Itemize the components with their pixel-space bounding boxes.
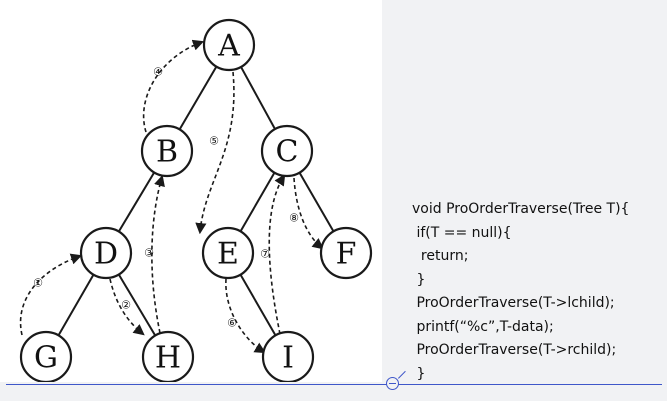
traversal-step-label-7: ⑦ xyxy=(260,248,270,261)
tree-edge-C-E xyxy=(239,172,276,232)
code-line-4: } xyxy=(412,271,426,288)
footer-divider-line xyxy=(6,384,662,385)
tree-edge-B-D xyxy=(117,171,156,233)
tree-node-A: A xyxy=(202,18,256,72)
tree-node-label-E: E xyxy=(217,237,239,272)
tree-edge-A-C xyxy=(240,66,276,130)
tree-node-circle-F xyxy=(319,226,373,280)
traversal-step-label-3: ③ xyxy=(144,247,154,260)
tree-node-E: E xyxy=(201,226,255,280)
traversal-step-label-5: ⑤ xyxy=(209,135,219,148)
tree-node-circle-E xyxy=(201,226,255,280)
traversal-arrow-2 xyxy=(109,278,145,336)
tree-node-circle-H xyxy=(141,330,195,382)
tree-node-H: H xyxy=(141,330,195,382)
tree-node-circle-D xyxy=(79,226,133,280)
code-line-5: ProOrderTraverse(T->lchild); xyxy=(412,295,615,311)
traversal-arrow-5 xyxy=(195,71,235,235)
code-line-3: return; xyxy=(412,248,469,264)
tree-node-B: B xyxy=(140,124,194,178)
tree-node-I: I xyxy=(261,330,315,382)
tree-node-label-H: H xyxy=(155,341,181,376)
tree-diagram-panel: A B C D E F G H I ① ② ③ ④ ⑤ ⑥ ⑦ ⑧ xyxy=(0,0,382,382)
traversal-arrow-8 xyxy=(293,177,324,250)
traversal-code-block: void ProOrderTraverse(Tree T){ if(T == n… xyxy=(412,198,629,386)
traversal-arrow-1 xyxy=(19,253,83,336)
tree-node-label-G: G xyxy=(34,341,58,376)
traversal-step-label-4: ④ xyxy=(153,66,163,79)
traversal-step-label-6: ⑥ xyxy=(227,317,237,330)
tree-node-circle-A xyxy=(202,18,256,72)
tree-node-G: G xyxy=(19,330,73,382)
code-line-8: } xyxy=(412,365,426,382)
traversal-step-label-1: ① xyxy=(33,277,43,290)
tree-node-label-A: A xyxy=(217,29,240,64)
tree-edge-D-G xyxy=(57,274,95,336)
tree-edge-A-B xyxy=(178,66,218,130)
tree-node-label-C: C xyxy=(276,135,299,170)
traversal-step-label-8: ⑧ xyxy=(289,212,299,225)
tree-node-circle-C xyxy=(260,124,314,178)
binary-tree-diagram: A B C D E F G H I ① ② ③ ④ ⑤ ⑥ ⑦ ⑧ xyxy=(19,18,373,382)
tree-edge-C-F xyxy=(298,172,335,232)
collapse-handle-icon[interactable] xyxy=(386,377,399,390)
tree-node-label-I: I xyxy=(282,341,294,376)
tree-node-label-F: F xyxy=(336,237,357,272)
tree-node-label-B: B xyxy=(156,135,178,170)
code-line-6: printf(“%c”,T-data); xyxy=(412,318,554,335)
tree-node-label-D: D xyxy=(94,237,118,272)
traversal-arrow-7 xyxy=(268,174,286,335)
tree-edge-E-I xyxy=(239,274,277,336)
tree-edge-D-H xyxy=(117,273,157,337)
tree-node-C: C xyxy=(260,124,314,178)
code-line-1: void ProOrderTraverse(Tree T){ xyxy=(412,201,630,217)
tree-node-circle-I xyxy=(261,330,315,382)
tree-node-D: D xyxy=(79,226,133,280)
traversal-step-label-2: ② xyxy=(121,299,131,312)
tree-node-circle-B xyxy=(140,124,194,178)
traversal-arrow-3 xyxy=(151,174,165,334)
tree-node-circle-G xyxy=(19,330,73,382)
handle-tail-line xyxy=(398,370,406,379)
tree-node-F: F xyxy=(319,226,373,280)
traversal-arrow-6 xyxy=(225,278,266,354)
code-line-7: ProOrderTraverse(T->rchild); xyxy=(412,342,617,358)
code-line-2: if(T == null){ xyxy=(412,224,512,241)
traversal-arrow-4 xyxy=(142,39,205,133)
